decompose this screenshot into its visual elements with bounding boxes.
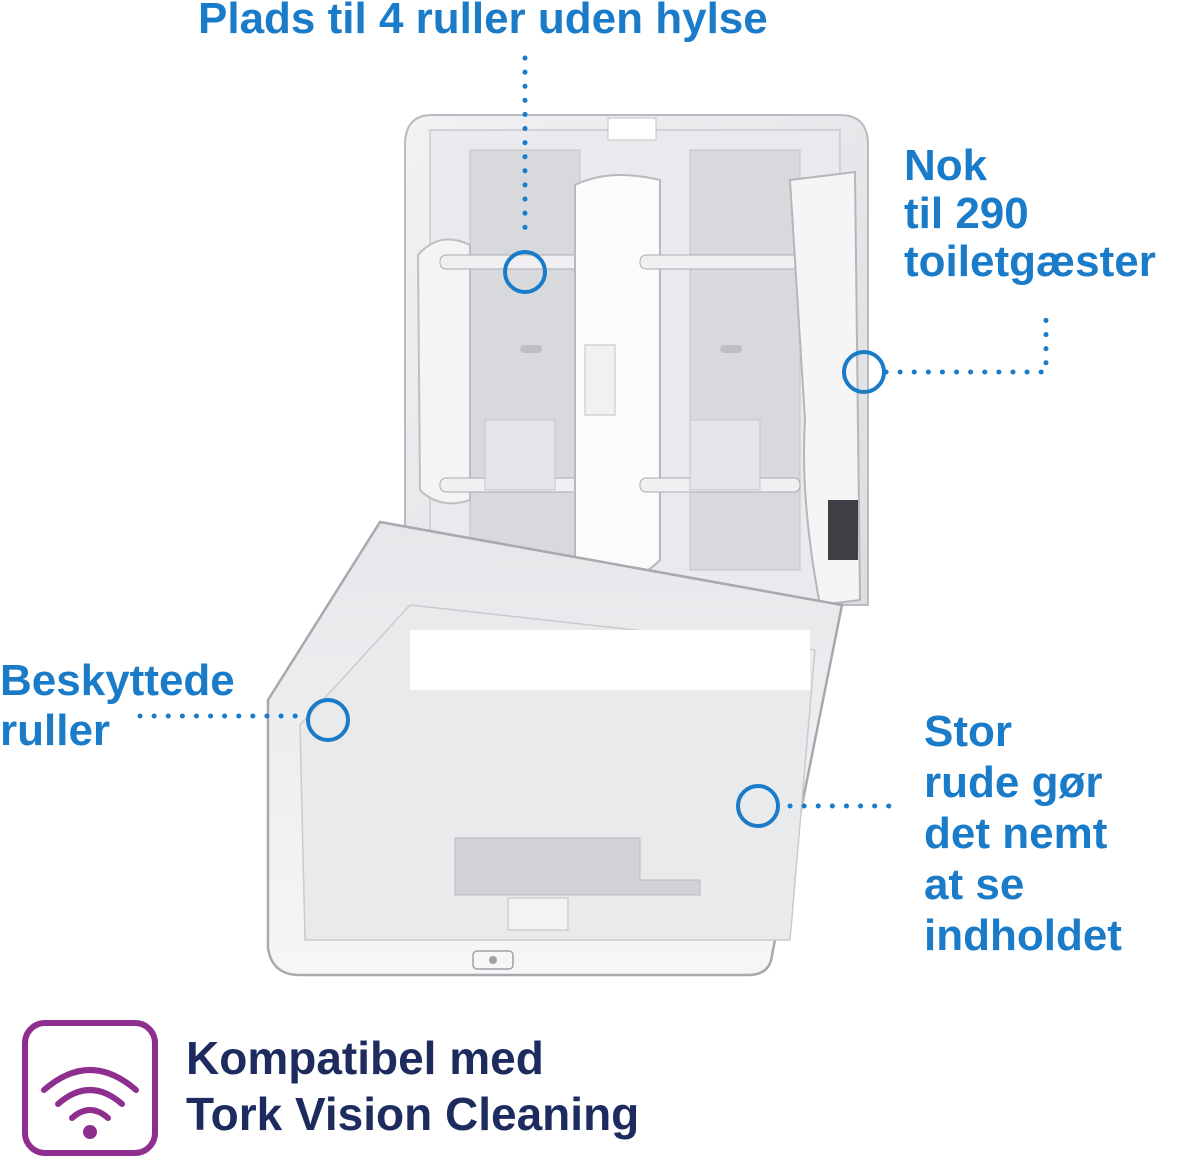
vision-cleaning-line: Tork Vision Cleaning	[186, 1088, 640, 1140]
vision-cleaning-compatibility: Kompatibel med Tork Vision Cleaning	[186, 1030, 639, 1142]
vision-cleaning-line: Kompatibel med	[186, 1032, 544, 1084]
callout-large-window-line: indholdet	[924, 911, 1122, 960]
callout-large-window: Stor rude gør det nemt at se indholdet	[924, 706, 1122, 961]
callout-roll-capacity: Plads til 4 ruller uden hylse	[198, 0, 768, 43]
dispenser-illustration	[137, 55, 1049, 977]
roll-cradle-left	[416, 238, 591, 505]
callout-large-window-line: Stor	[924, 707, 1012, 756]
marker-roll-capacity	[503, 250, 547, 294]
marker-protected-rolls	[306, 698, 350, 742]
callout-guest-capacity-line: toiletgæster	[904, 237, 1156, 286]
roll-cradle-right	[639, 254, 801, 493]
callout-guest-capacity: Nok til 290 toiletgæster	[904, 142, 1156, 286]
wifi-icon	[22, 1020, 158, 1156]
marker-window	[736, 784, 780, 828]
callout-guest-capacity-line: Nok	[904, 141, 988, 190]
callout-large-window-line: det nemt	[924, 809, 1108, 858]
callout-large-window-line: at se	[924, 860, 1025, 909]
callout-protected-rolls-line: ruller	[0, 706, 111, 755]
dispenser-front-lid	[266, 520, 844, 977]
callout-guest-capacity-line: til 290	[904, 189, 1029, 238]
callout-large-window-line: rude gør	[924, 758, 1103, 807]
marker-capacity	[842, 350, 886, 394]
callout-protected-rolls-line: Beskyttede	[0, 656, 235, 705]
callout-leaders	[137, 55, 1049, 809]
centre-divider	[574, 174, 661, 581]
callout-protected-rolls: Beskyttede ruller	[0, 656, 235, 756]
